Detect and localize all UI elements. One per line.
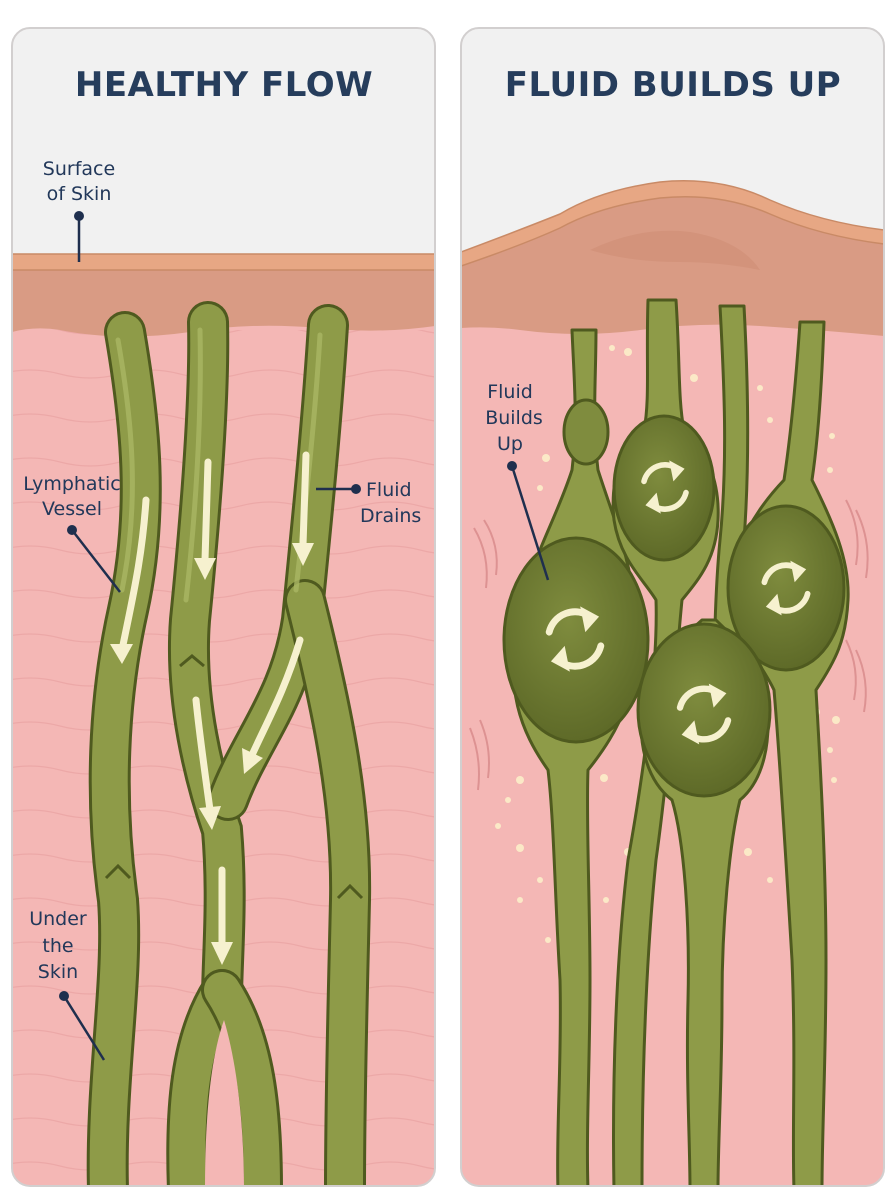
congested-vessel-a bbox=[502, 328, 650, 1186]
fluid-builds-up-panel-border bbox=[460, 27, 885, 1187]
congested-vessel-e bbox=[636, 618, 772, 1186]
surface-of-skin-label-line2: of Skin bbox=[47, 183, 112, 205]
lymphatic-vessel-label-line2: Vessel bbox=[42, 498, 102, 520]
lymphatic-vessel-6-inner bbox=[204, 972, 280, 1186]
flow-arrow-vessel-2-lower bbox=[192, 696, 221, 830]
fluid-builds-up-panel: FLUID BUILDS UP Fluid Builds Up bbox=[461, 28, 884, 1186]
congested-vessel-d bbox=[726, 320, 850, 1186]
fluid-builds-up-label-line3: Up bbox=[497, 433, 523, 455]
vessel-valve bbox=[104, 863, 132, 880]
under-the-skin-label-line1: Under bbox=[29, 908, 87, 930]
surface-of-skin-label-line1: Surface bbox=[43, 158, 115, 180]
skin-bulge-shadow bbox=[590, 230, 760, 270]
fluid-drains-label-line1: Fluid bbox=[366, 479, 412, 501]
vessel-split-gap bbox=[205, 1020, 244, 1186]
swollen-skin-surface bbox=[461, 180, 884, 268]
flow-arrow-vessel-3-lower bbox=[242, 636, 304, 774]
fluid-builds-up-label-line2: Builds bbox=[485, 407, 543, 429]
flow-arrow-vessel-3 bbox=[292, 451, 314, 566]
flow-arrow-trunk bbox=[211, 866, 233, 965]
skin-surface-line bbox=[12, 253, 435, 271]
healthy-flow-panel: HEALTHY FLOW Surface of Skin Lymphatic V… bbox=[12, 28, 435, 1186]
under-the-skin-label-line2: the bbox=[42, 935, 73, 957]
flow-arrow-vessel-1 bbox=[110, 496, 150, 664]
under-the-skin-label-line3: Skin bbox=[38, 961, 78, 983]
lymphatic-vessel-label-line1: Lymphatic bbox=[23, 473, 121, 495]
vessel-pointer-line bbox=[71, 529, 121, 593]
vessel-highlight bbox=[115, 337, 135, 593]
vessel-valve bbox=[336, 883, 364, 900]
flow-arrow-vessel-2 bbox=[194, 458, 216, 580]
lymphatic-vessel-4-inner bbox=[287, 582, 369, 1186]
under-pointer-line bbox=[62, 995, 106, 1061]
lymphatic-vessel-1-inner bbox=[89, 314, 159, 1186]
healthy-flow-panel-border bbox=[11, 27, 436, 1187]
healthy-flow-title: HEALTHY FLOW bbox=[75, 65, 373, 105]
builds-up-pointer-line bbox=[510, 465, 550, 581]
vessel-highlight bbox=[183, 327, 203, 603]
swelling-motion-lines bbox=[469, 499, 869, 791]
fluid-builds-up-label-line1: Fluid bbox=[487, 381, 533, 403]
vessel-valve bbox=[179, 654, 205, 668]
fluid-builds-up-title: FLUID BUILDS UP bbox=[505, 65, 841, 105]
fluid-drains-label-line2: Drains bbox=[360, 505, 421, 527]
